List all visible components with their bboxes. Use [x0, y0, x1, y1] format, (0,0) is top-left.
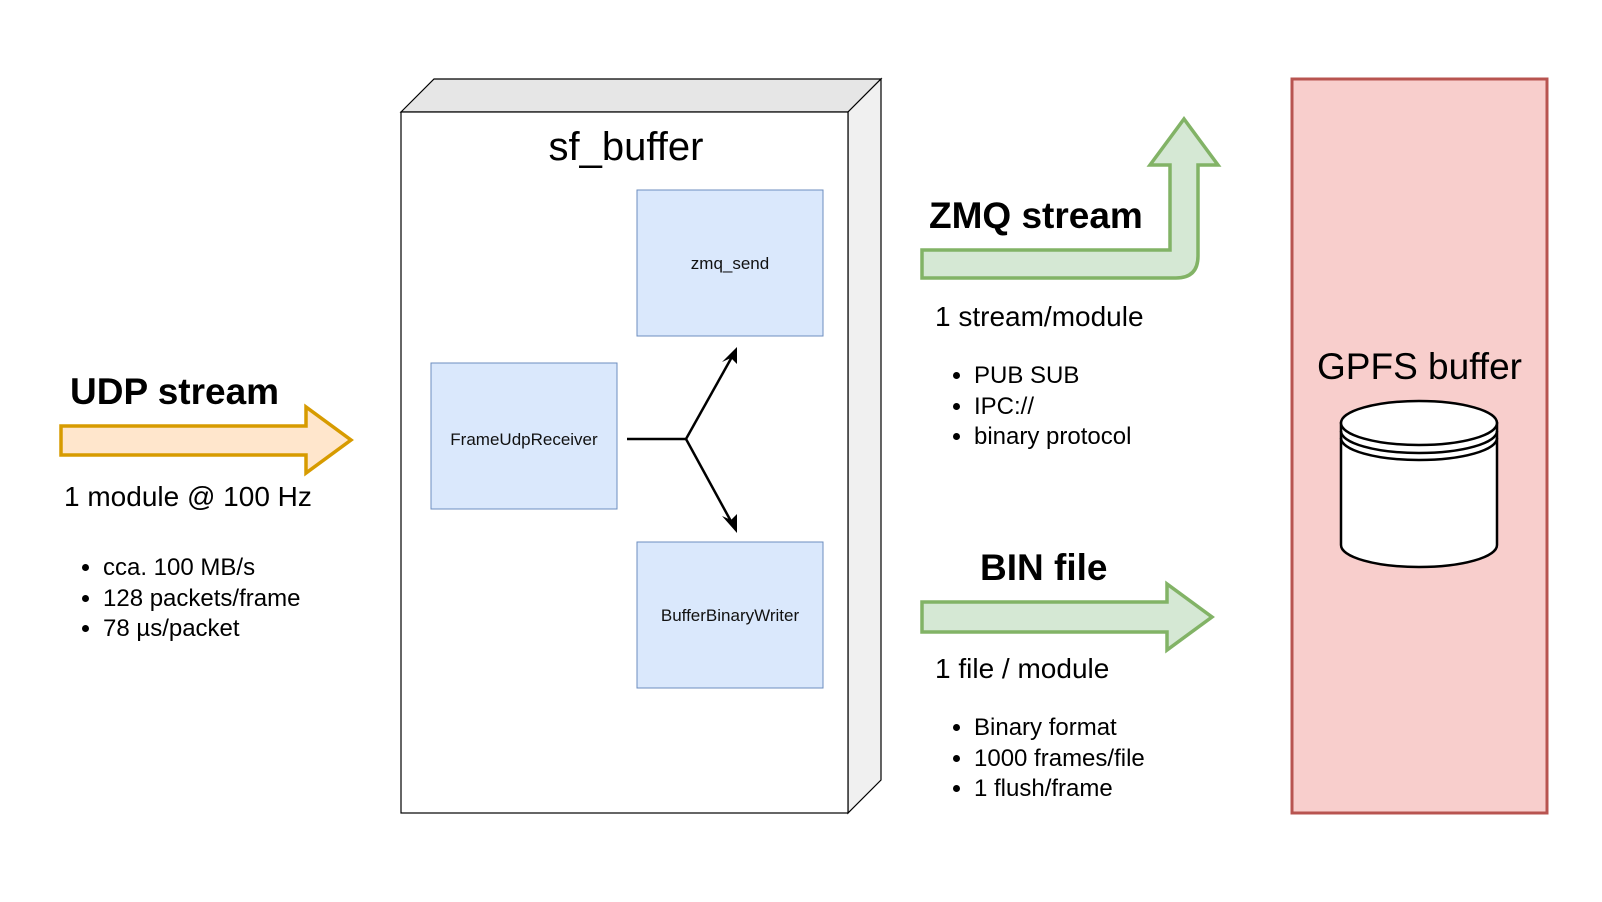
- database-icon: [1339, 399, 1499, 569]
- udp-stream-title: UDP stream: [70, 371, 280, 412]
- udp-stream-arrow: [59, 403, 354, 477]
- zmq-send-box[interactable]: [636, 189, 824, 337]
- bullet-item: IPC://: [974, 392, 1131, 423]
- zmq-stream-title: ZMQ stream: [929, 195, 1143, 236]
- bin-file-bullets: Binary format 1000 frames/file 1 flush/f…: [935, 713, 1145, 805]
- bin-file-title: BIN file: [980, 547, 1108, 588]
- bullet-item: 78 µs/packet: [103, 614, 300, 645]
- connector-line-to-writer: [684, 438, 735, 526]
- connector-line-to-zmq: [684, 354, 735, 440]
- zmq-stream-subtitle: 1 stream/module: [935, 301, 1144, 332]
- sf-buffer-top-face: [399, 78, 883, 113]
- bullet-item: 1 flush/frame: [974, 774, 1145, 805]
- udp-stream-bullets: cca. 100 MB/s 128 packets/frame 78 µs/pa…: [64, 553, 300, 645]
- bin-file-subtitle: 1 file / module: [935, 653, 1110, 684]
- buffer-binary-writer-label: BufferBinaryWriter: [660, 606, 800, 625]
- arrowhead-up-icon: [722, 347, 737, 364]
- bullet-item: 128 packets/frame: [103, 584, 300, 615]
- frame-udp-receiver-label: FrameUdpReceiver: [450, 430, 598, 449]
- sf-buffer-title: sf_buffer: [548, 125, 704, 169]
- udp-stream-subtitle: 1 module @ 100 Hz: [64, 481, 312, 512]
- frame-udp-receiver-box[interactable]: [430, 362, 618, 510]
- gpfs-buffer-title: GPFS buffer: [1317, 346, 1522, 387]
- arrowhead-down-icon: [722, 514, 737, 533]
- zmq-stream-arrow: [920, 116, 1222, 280]
- bullet-item: PUB SUB: [974, 361, 1131, 392]
- bin-file-arrow: [920, 580, 1215, 654]
- zmq-send-label: zmq_send: [690, 254, 770, 273]
- bullet-item: cca. 100 MB/s: [103, 553, 300, 584]
- fork-connector: [627, 354, 735, 526]
- bullet-item: Binary format: [974, 713, 1145, 744]
- zmq-stream-bullets: PUB SUB IPC:// binary protocol: [935, 361, 1131, 453]
- bullet-item: binary protocol: [974, 422, 1131, 453]
- buffer-binary-writer-box[interactable]: [636, 541, 824, 689]
- bullet-item: 1000 frames/file: [974, 744, 1145, 775]
- sf-buffer-side-face: [847, 77, 882, 815]
